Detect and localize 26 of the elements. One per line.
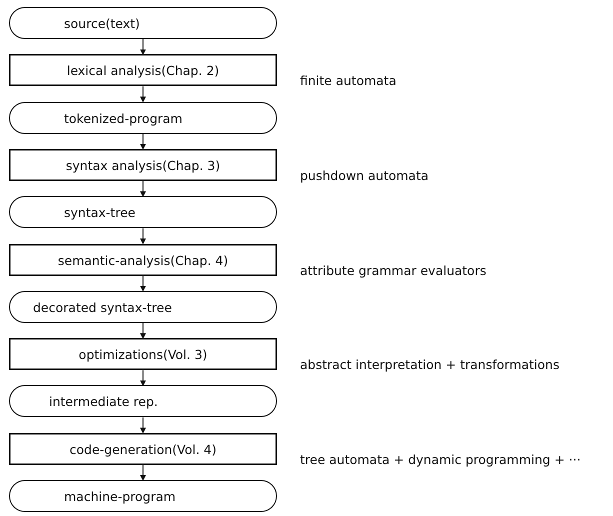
process-label: code-generation(Vol. 4) xyxy=(68,442,218,457)
process-label: optimizations(Vol. 3) xyxy=(78,347,208,362)
technique-note: tree automata + dynamic programming + ··· xyxy=(300,452,581,467)
process-label: syntax analysis(Chap. 3) xyxy=(64,158,222,173)
process-label: semantic-analysis(Chap. 4) xyxy=(56,252,230,268)
data-label: intermediate rep. xyxy=(49,394,158,410)
arrow xyxy=(140,133,146,150)
arrow xyxy=(140,322,146,340)
arrow xyxy=(140,464,146,481)
data-label: decorated syntax-tree xyxy=(33,300,172,315)
technique-note: pushdown automata xyxy=(300,168,429,183)
data-label: source(text) xyxy=(64,16,140,31)
technique-note: attribute grammar evaluators xyxy=(300,262,486,278)
process-label: lexical analysis(Chap. 2) xyxy=(66,63,220,78)
technique-note: finite automata xyxy=(300,73,396,88)
arrow xyxy=(140,416,146,434)
arrow xyxy=(140,228,146,244)
arrow xyxy=(140,275,146,292)
technique-note: abstract interpretation + transformations xyxy=(300,357,560,372)
data-label: syntax-tree xyxy=(64,205,136,220)
arrow xyxy=(140,180,146,198)
arrow xyxy=(140,370,146,386)
data-label: tokenized-program xyxy=(64,110,182,126)
data-label: machine-program xyxy=(64,489,176,504)
arrow xyxy=(140,38,146,56)
arrow xyxy=(140,86,146,103)
